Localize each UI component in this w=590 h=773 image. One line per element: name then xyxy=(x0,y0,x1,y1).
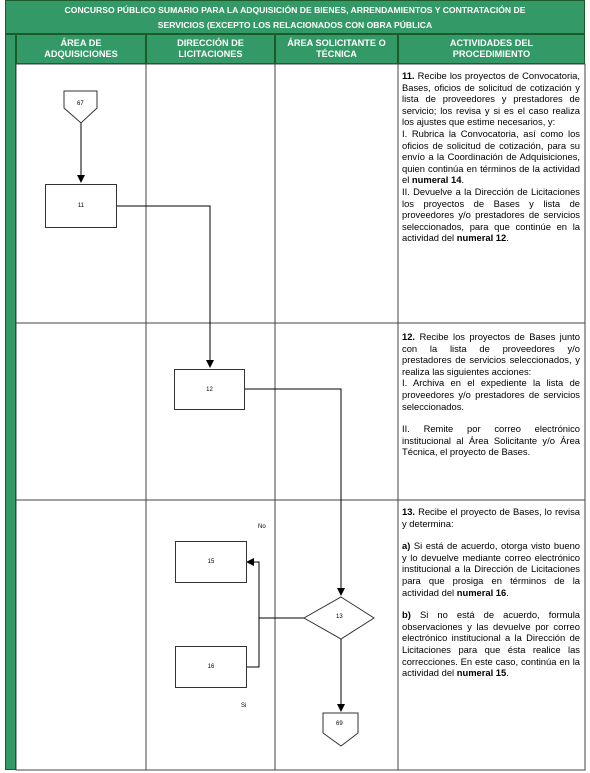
process-box-12-label: 12 xyxy=(206,386,213,393)
activity-13-option-a-label: a) xyxy=(402,540,411,552)
connector-out-shape xyxy=(322,712,359,747)
process-box-12: 12 xyxy=(174,369,245,410)
connector-out-label: 69 xyxy=(336,721,343,727)
activity-13-option-b-label: b) xyxy=(402,609,411,621)
header-line: LICITACIONES xyxy=(178,49,243,59)
header-line: ÁREA SOLICITANTE O xyxy=(287,38,386,48)
arrow-no-to-15 xyxy=(246,558,304,619)
header-line: DIRECCIÓN DE xyxy=(177,38,244,48)
title-line-2: SERVICIOS (EXCEPTO LOS RELACIONADOS CON … xyxy=(157,20,433,30)
activity-13-intro: Recibe el proyecto de Bases, lo revisa y… xyxy=(402,506,580,529)
header-line: TÉCNICA xyxy=(316,49,357,59)
arrow-16-to-15 xyxy=(247,618,260,668)
activity-13-number: 13. xyxy=(402,506,416,517)
activity-12-number: 12. xyxy=(402,331,416,342)
activity-13-text: 13. Recibe el proyecto de Bases, lo revi… xyxy=(402,506,581,679)
process-box-15: 15 xyxy=(175,541,247,583)
header-line: PROCEDIMIENTO xyxy=(452,49,531,59)
connector-in-shape xyxy=(63,90,98,124)
branch-label-si: Si xyxy=(241,703,247,709)
process-box-16-label: 16 xyxy=(207,664,215,670)
activity-12-intro: Recibe los proyectos de Bases junto con … xyxy=(402,331,580,377)
branch-label-no: No xyxy=(258,524,266,530)
activity-13-option-b: Si no está de acuerdo, formula observaci… xyxy=(402,609,581,679)
activity-11-item-ii: II. Devuelve a la Dirección de Licitacio… xyxy=(402,185,580,244)
process-box-16: 16 xyxy=(175,646,247,688)
header-line: ADQUISICIONES xyxy=(44,49,118,59)
title-line-1: CONCURSO PÚBLICO SUMARIO PARA LA ADQUISI… xyxy=(64,5,526,15)
arrow-11-to-12 xyxy=(117,205,214,368)
arrow-12-to-13 xyxy=(245,388,345,596)
activity-11-item-i: I. Rubrica la Convocatoria, así como los… xyxy=(402,127,580,186)
header-line: ACTIVIDADES DEL xyxy=(449,38,534,48)
table-frame xyxy=(15,63,586,771)
activity-12-item-i: I. Archiva en el expediente la lista de … xyxy=(402,377,580,412)
process-box-11: 11 xyxy=(45,184,117,228)
activity-13-option-a-ref: numeral 16 xyxy=(456,586,507,598)
process-box-11-label: 11 xyxy=(77,203,85,209)
activity-11-number: 11. xyxy=(402,70,415,81)
activity-12-text: 12. Recibe los proyectos de Bases junto … xyxy=(402,331,580,458)
header-line: ÁREA DE xyxy=(60,38,102,48)
connector-in-label: 67 xyxy=(77,101,84,107)
activity-11-intro: Recibe los proyectos de Convocatoria, Ba… xyxy=(402,70,580,128)
activity-11-item-i-ref: numeral 14 xyxy=(411,174,462,186)
activity-13-option-b-ref: numeral 15 xyxy=(456,667,507,679)
activity-11-item-ii-ref: numeral 12 xyxy=(456,232,507,244)
activity-13-option-a: Si está de acuerdo, otorga visto bueno y… xyxy=(402,540,580,598)
process-box-15-label: 15 xyxy=(207,559,215,565)
page-title: CONCURSO PÚBLICO SUMARIO PARA LA ADQUISI… xyxy=(5,0,585,34)
decision-13-label: 13 xyxy=(336,614,343,620)
activity-11-text: 11. Recibe los proyectos de Convocatoria… xyxy=(402,70,580,244)
activity-12-item-ii: II. Remite por correo electrónico instit… xyxy=(402,423,580,458)
